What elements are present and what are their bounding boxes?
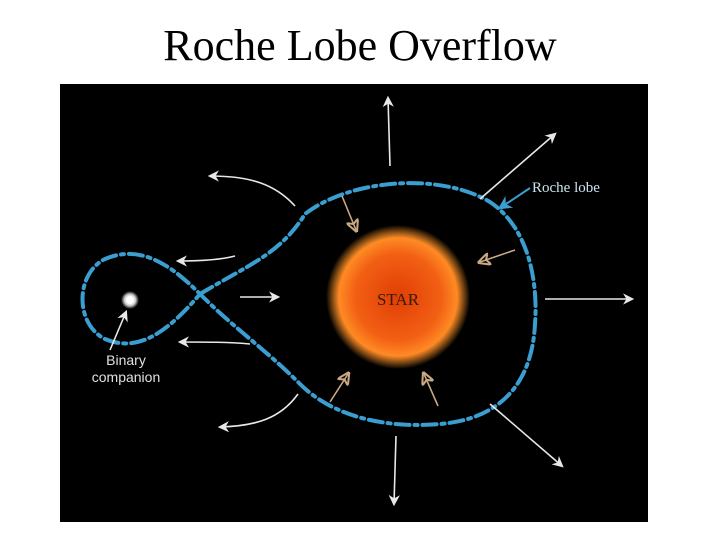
inflow-arrow-right [480,249,516,262]
outflow-arrow-left-upper [175,255,236,267]
star-label: STAR [377,290,420,309]
roche-lobe-label: Roche lobe [532,180,600,196]
outflow-arrow-top-right [479,132,557,200]
companion-label-line2: companion [92,369,161,385]
companion-label-pointer [109,309,128,351]
slide-title: Roche Lobe Overflow [163,21,557,70]
outflow-arrow-upper-left [207,170,296,207]
roche-lobe-label-pointer [497,187,531,210]
outflow-arrow-bottom-right [489,403,564,468]
inflow-arrow-bottom-right [424,374,439,407]
outflow-arrow-top [382,95,394,167]
roche-lobe-outline [80,181,538,427]
inflow-arrow-bottom-left [329,374,348,403]
binary-companion-core [126,296,134,304]
outflow-arrow-bottom [388,435,400,507]
star [326,225,470,369]
companion-label-line1: Binary [106,352,146,368]
outflow-arrow-left-lower [177,336,251,348]
roche-lobe-diagram: STAR Roche lobe Binary companion [60,84,648,522]
diagram-canvas: STAR Roche lobe Binary companion [60,84,648,522]
outflow-arrow-lower-left [217,393,299,433]
inflow-arrow-top [341,195,356,230]
